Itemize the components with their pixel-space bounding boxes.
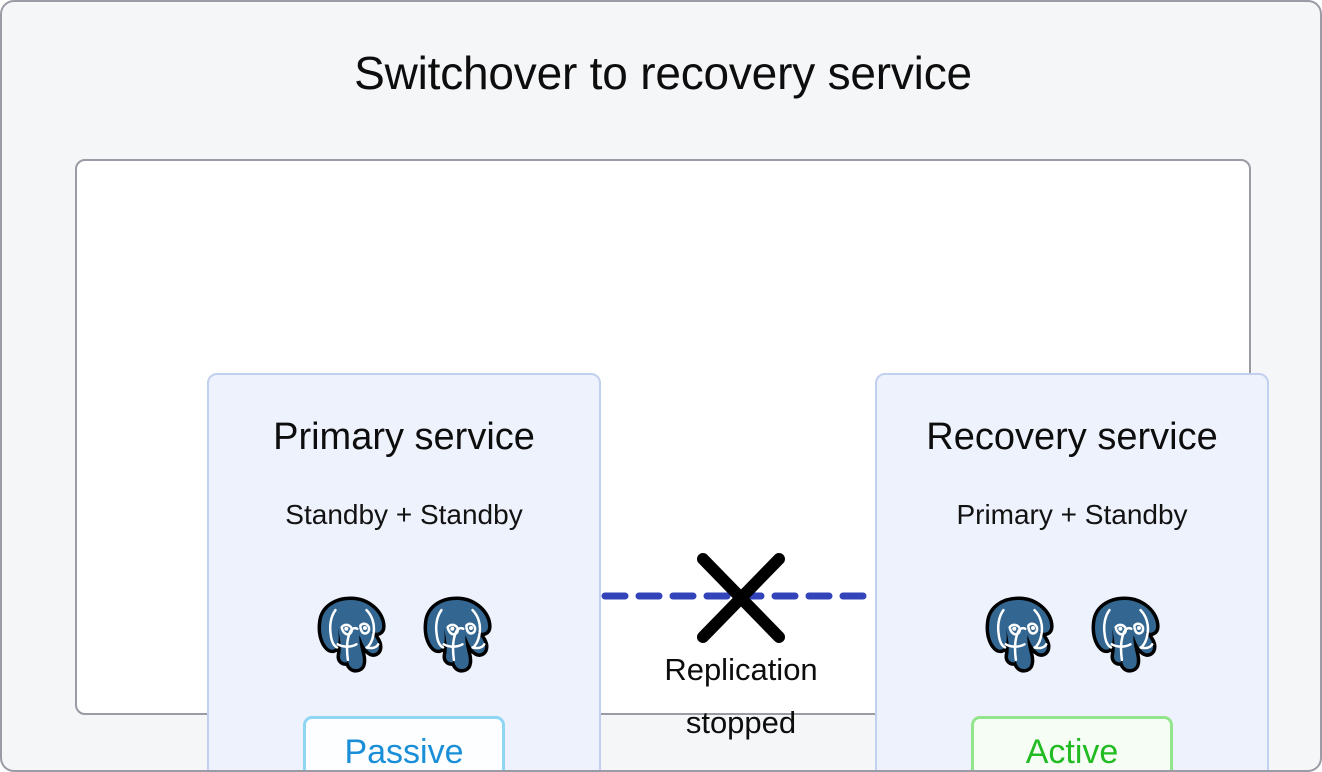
diagram-panel: Primary service Standby + Standby xyxy=(75,159,1269,770)
replication-caption: Replication stopped xyxy=(601,644,881,749)
replication-caption-line-1: Replication xyxy=(664,652,818,687)
page-title: Switchover to recovery service xyxy=(354,47,972,99)
postgresql-elephant-icon xyxy=(418,593,496,677)
service-title: Primary service xyxy=(273,416,535,458)
status-badge-label: Passive xyxy=(344,733,464,771)
status-badge-active[interactable]: Active xyxy=(971,716,1173,771)
cross-mark-icon xyxy=(697,553,785,643)
service-title: Recovery service xyxy=(926,416,1218,458)
status-badge-passive[interactable]: Passive xyxy=(303,716,505,771)
replication-link: Replication stopped xyxy=(601,541,881,761)
node-row xyxy=(877,593,1267,677)
service-card-recovery[interactable]: Recovery service Primary + Standby xyxy=(875,373,1269,771)
postgresql-elephant-icon xyxy=(312,593,390,677)
status-badge-label: Active xyxy=(1025,733,1119,771)
replication-caption-line-2: stopped xyxy=(685,704,797,740)
node-row xyxy=(209,593,599,677)
postgresql-elephant-icon xyxy=(1086,593,1164,677)
service-subtitle: Primary + Standby xyxy=(956,499,1188,530)
postgresql-elephant-icon xyxy=(980,593,1058,677)
service-card-primary[interactable]: Primary service Standby + Standby xyxy=(207,373,601,771)
service-subtitle: Standby + Standby xyxy=(285,499,523,530)
